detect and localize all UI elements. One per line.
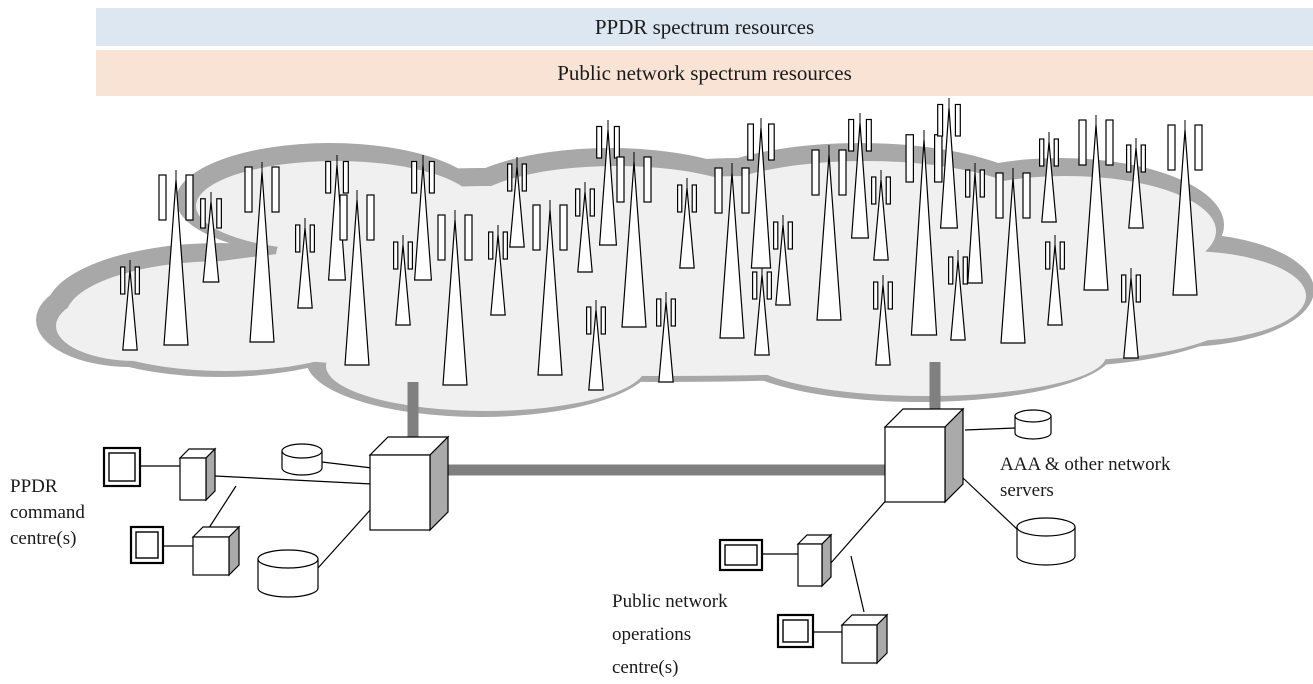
ppdr-terminal-icon (178, 447, 217, 502)
cell-tower-icon (585, 300, 607, 391)
cell-tower-icon (964, 163, 986, 284)
core-switch-right-icon (883, 407, 965, 504)
cell-tower-icon (200, 192, 222, 283)
cell-tower-icon (1044, 235, 1065, 326)
ppdr-monitor-icon (102, 446, 142, 488)
cell-tower-icon (1078, 115, 1114, 291)
label-line: Public network (612, 591, 728, 612)
cell-tower-icon (119, 260, 140, 351)
ppdr-database-icon (281, 443, 323, 476)
ppdr-terminal-icon (191, 525, 241, 577)
cell-tower-icon (937, 98, 961, 229)
public-spectrum-label: Public network spectrum resources (557, 60, 852, 85)
cell-tower-icon (507, 157, 528, 248)
label-line: command (10, 502, 85, 523)
cell-tower-icon (1038, 132, 1059, 223)
label-line: centre(s) (612, 657, 679, 678)
label-line: servers (1000, 480, 1054, 501)
label-line: centre(s) (10, 528, 77, 549)
cell-tower-icon (339, 190, 375, 366)
cell-tower-icon (616, 152, 652, 328)
operations-terminal-icon (840, 613, 889, 665)
ppdr-spectrum-label: PPDR spectrum resources (594, 14, 815, 39)
cell-tower-icon (772, 215, 794, 306)
cell-tower-icon (1120, 268, 1141, 359)
cell-tower-icon (488, 225, 509, 316)
cell-tower-icon (848, 113, 872, 239)
cell-tower-icon (1125, 138, 1146, 229)
cell-tower-icon (747, 118, 775, 269)
ppdr-database-icon (257, 549, 319, 598)
label-line: operations (612, 624, 692, 645)
cell-tower-icon (596, 120, 620, 246)
cell-tower-icon (532, 200, 568, 376)
cell-tower-icon (714, 163, 750, 339)
operations-monitor-icon (776, 613, 815, 649)
public-spectrum-band: Public network spectrum resources (96, 50, 1313, 96)
cell-tower-icon (158, 170, 194, 346)
public-operations-centre-label: Public network operations centre(s) (612, 585, 728, 684)
tower-group (119, 98, 1203, 391)
cell-tower-icon (393, 235, 414, 326)
label-line: PPDR (10, 476, 58, 497)
cell-tower-icon (811, 145, 847, 321)
operations-terminal-icon (796, 533, 833, 588)
cell-tower-icon (655, 292, 677, 383)
cell-tower-icon (905, 130, 943, 336)
server-database-icon (1014, 409, 1052, 440)
operations-monitor-icon (718, 538, 764, 572)
ppdr-command-centre-label: PPDR command centre(s) (10, 474, 85, 552)
backbone-links (407, 362, 941, 476)
cell-tower-icon (947, 250, 969, 341)
ppdr-spectrum-band: PPDR spectrum resources (96, 8, 1313, 46)
aaa-servers-label: AAA & other network servers (1000, 452, 1170, 504)
cell-tower-icon (411, 155, 435, 281)
core-switch-left-icon (368, 435, 450, 532)
ppdr-monitor-icon (129, 525, 165, 565)
cell-tower-icon (437, 210, 473, 386)
cell-tower-icon (870, 170, 892, 261)
cell-tower-icon (295, 218, 316, 309)
label-line: AAA & other network (1000, 454, 1171, 475)
equipment-group (102, 407, 1076, 665)
cell-tower-icon (995, 168, 1031, 344)
cell-tower-icon (676, 178, 698, 269)
cell-tower-icon (1167, 120, 1203, 296)
cell-tower-icon (244, 162, 280, 343)
cell-tower-icon (872, 275, 894, 366)
cell-tower-icon (574, 182, 596, 273)
server-database-icon (1016, 517, 1076, 566)
cell-tower-icon (751, 265, 773, 356)
cell-tower-icon (325, 155, 349, 281)
